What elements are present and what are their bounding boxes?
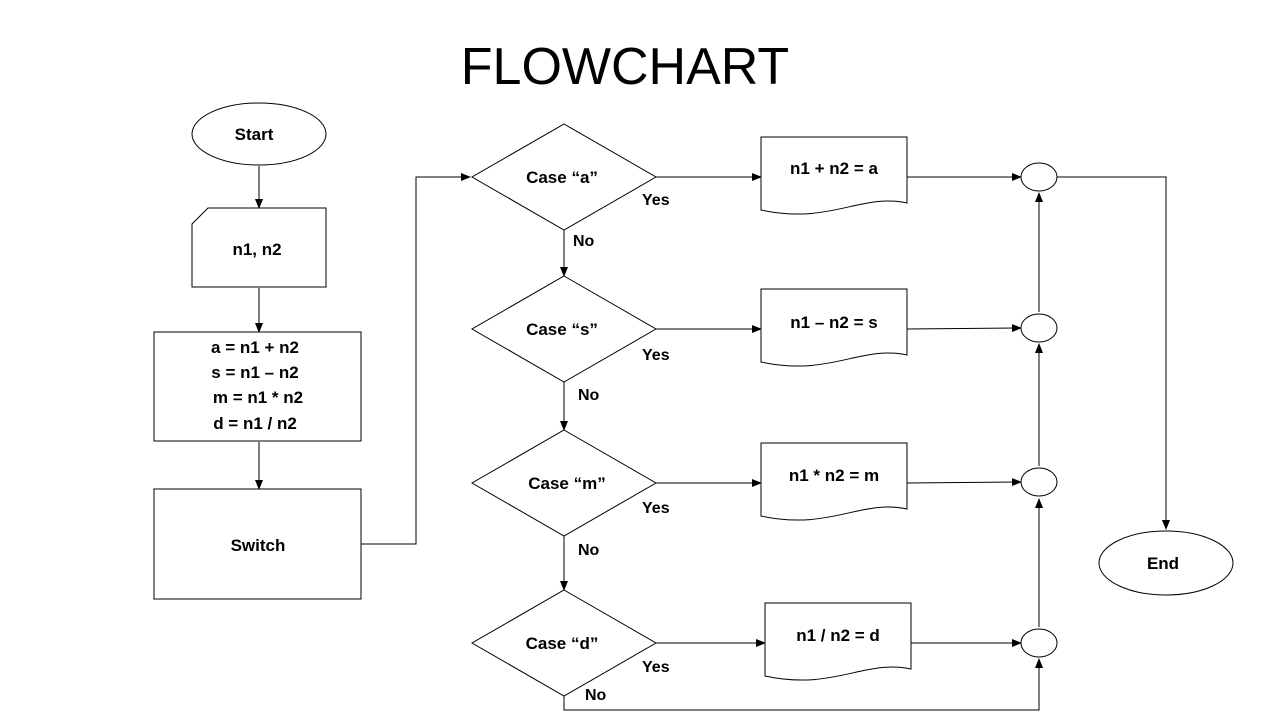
case-d-label: Case “d” — [526, 634, 599, 653]
case-d-yes-label: Yes — [642, 659, 670, 676]
case-s-no-label: No — [578, 387, 600, 404]
process-box — [153, 331, 362, 442]
output-a-label: n1 + n2 = a — [790, 159, 878, 178]
output-doc-a — [760, 136, 908, 215]
process-line-4: d = n1 / n2 — [213, 414, 297, 433]
case-m-yes-label: Yes — [642, 500, 670, 517]
process-line-2: s = n1 – n2 — [211, 363, 298, 382]
output-s-label: n1 – n2 = s — [790, 313, 877, 332]
arrow-switch-to-case-a — [361, 173, 471, 545]
end-label: End — [1147, 554, 1179, 573]
end-terminal — [1098, 530, 1234, 596]
connector-d — [1020, 628, 1058, 658]
case-s-label: Case “s” — [526, 320, 598, 339]
case-m-label: Case “m” — [528, 474, 605, 493]
arrow-connector-to-end — [1057, 176, 1170, 530]
case-s-yes-label: Yes — [642, 347, 670, 364]
arrow-case-d-no — [563, 658, 1043, 711]
case-a-yes-label: Yes — [642, 192, 670, 209]
case-a-no-label: No — [573, 233, 595, 250]
switch-label: Switch — [231, 536, 286, 555]
process-line-1: a = n1 + n2 — [211, 338, 299, 357]
start-terminal — [191, 102, 327, 166]
arrow-output-s-to-connector — [906, 324, 1022, 333]
output-doc-d — [764, 602, 912, 681]
output-d-label: n1 / n2 = d — [796, 626, 880, 645]
switch-box — [153, 488, 362, 600]
case-m-no-label: No — [578, 542, 600, 559]
output-doc-s — [760, 288, 908, 367]
connector-a — [1020, 162, 1058, 192]
page-title: FLOWCHART — [461, 38, 789, 96]
case-a-label: Case “a” — [526, 168, 598, 187]
input-label: n1, n2 — [232, 240, 281, 259]
start-label: Start — [235, 125, 274, 144]
output-m-label: n1 * n2 = m — [789, 466, 879, 485]
connector-m — [1020, 467, 1058, 497]
output-doc-m — [760, 442, 908, 521]
case-d-no-label: No — [585, 687, 607, 704]
process-line-3: m = n1 * n2 — [213, 388, 303, 407]
input-card — [191, 207, 327, 288]
connector-s — [1020, 313, 1058, 343]
arrow-output-m-to-connector — [906, 478, 1022, 487]
